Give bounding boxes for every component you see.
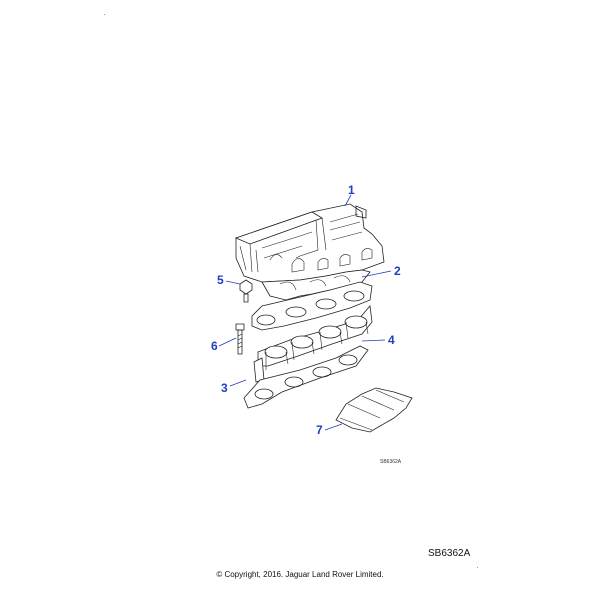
lower-gasket [243,345,369,409]
callout-2: 2 [394,264,401,278]
reference-code: SB6362A [428,548,471,559]
copyright-notice: © Copyright, 2016. Jaguar Land Rover Lim… [216,570,384,579]
leader-5 [225,280,241,285]
leader-4 [361,339,386,342]
callout-4: 4 [388,333,395,347]
heat-shield [335,387,413,433]
callout-5: 5 [217,273,224,287]
leader-1 [344,194,352,207]
lower-intake-manifold [253,305,373,383]
callout-3: 3 [221,381,228,395]
stud-bolt [235,323,245,355]
callout-6: 6 [211,339,218,353]
scan-speck [104,14,105,15]
scan-speck [477,567,478,568]
callout-7: 7 [316,423,323,437]
leader-7 [324,423,343,431]
leader-6 [218,337,237,347]
leader-3 [229,379,247,387]
bolt [239,279,253,303]
intake-manifold [234,203,385,301]
callout-1: 1 [348,183,355,197]
drawing-code: SB6362A [380,459,402,465]
leader-2 [361,270,392,278]
intake-manifold-gasket [251,281,373,331]
